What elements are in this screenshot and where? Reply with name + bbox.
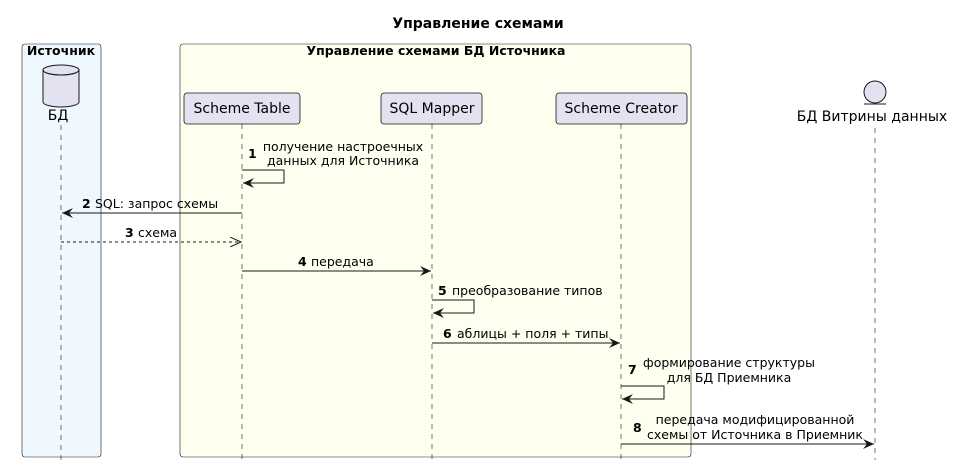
message-7: 7 формирование структуры для БД Приемник… (621, 355, 815, 404)
message-text-line: преобразование типов (452, 283, 603, 298)
participant-scheme-creator: Scheme Creator (555, 92, 688, 125)
participant-sql-mapper-label: SQL Mapper (390, 101, 475, 117)
participant-db-label: БД (48, 108, 69, 124)
message-text-line: аблицы + поля + типы (457, 326, 608, 341)
message-number: 7 (628, 362, 637, 377)
participant-showcase-db: БД Витрины данных (797, 80, 947, 125)
message-number: 3 (125, 225, 134, 240)
schema-mgmt-box (179, 43, 692, 458)
message-8: 8 передача модифицированной схемы от Ист… (621, 412, 874, 449)
source-box-title: Источник (27, 43, 96, 58)
message-number: 2 (82, 196, 91, 211)
message-text-line: схемы от Источника в Приемник (647, 427, 863, 442)
message-text-line: SQL: запрос схемы (95, 196, 218, 211)
message-3: 3 схема (61, 225, 241, 242)
message-number: 4 (298, 254, 307, 269)
message-text-line: формирование структуры (643, 355, 815, 370)
message-text-line: схема (138, 225, 177, 240)
participant-showcase-db-label: БД Витрины данных (797, 109, 947, 125)
entity-icon (863, 80, 887, 104)
message-4: 4 передача (242, 254, 431, 276)
message-number: 8 (633, 420, 642, 435)
message-text-line: данных для Источника (267, 153, 419, 168)
diagram-title: Управление схемами (392, 16, 563, 32)
source-box (21, 43, 102, 458)
message-text-line: передача модифицированной (656, 412, 855, 427)
participant-scheme-table: Scheme Table (183, 92, 301, 125)
participant-db: БД (42, 64, 80, 124)
participant-sql-mapper: SQL Mapper (380, 92, 483, 125)
message-number: 5 (438, 283, 447, 298)
message-6: 6 аблицы + поля + типы (432, 326, 620, 348)
message-5: 5 преобразование типов (432, 283, 603, 318)
message-2: 2 SQL: запрос схемы (62, 196, 242, 218)
message-text-line: для БД Приемника (667, 370, 792, 385)
message-text-line: получение настроечных (263, 139, 423, 154)
message-text-line: передача (311, 254, 374, 269)
message-number: 1 (248, 146, 257, 161)
participant-scheme-table-label: Scheme Table (194, 101, 291, 117)
message-1: 1 получение настроечных данных для Источ… (242, 139, 423, 188)
participant-scheme-creator-label: Scheme Creator (565, 101, 678, 117)
message-number: 6 (443, 326, 452, 341)
schema-mgmt-box-title: Управление схемами БД Источника (307, 43, 566, 58)
